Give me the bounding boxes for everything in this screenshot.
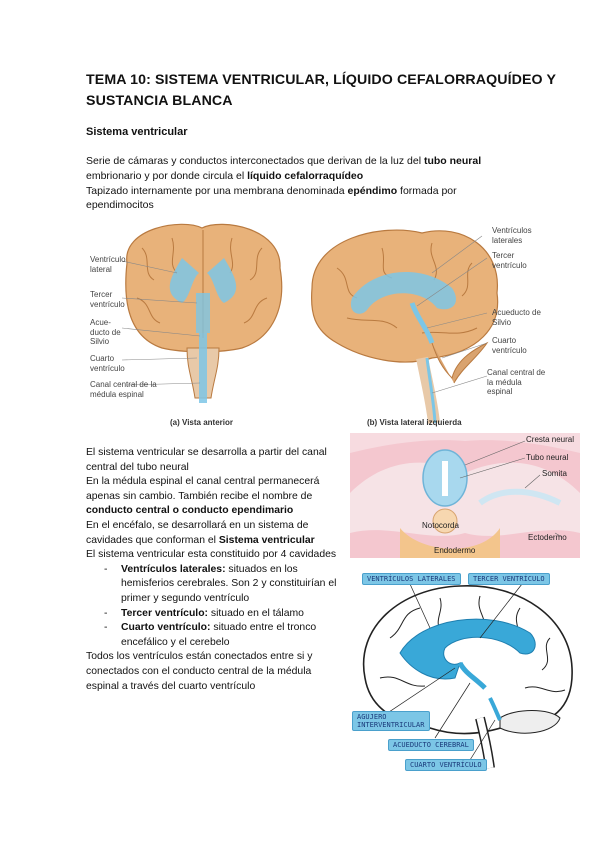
label-ventriculos-laterales-b: Ventrículos laterales — [492, 226, 532, 245]
intro-line-2: embrionario y por donde circula el líqui… — [86, 169, 364, 182]
label-ventriculo-lateral-a: Ventrículo lateral — [90, 255, 126, 274]
tag-tercer-ventriculo: TERCER VENTRÍCULO — [468, 573, 550, 585]
label-canal-central-a: Canal central de la médula espinal — [90, 380, 157, 399]
brain-illustrations — [121, 223, 499, 424]
tag-acueducto-cerebral: ACUEDUCTO CEREBRAL — [388, 739, 474, 751]
ventricle-figure-top: Ventrículo lateral Tercer ventrículo Acu… — [82, 218, 552, 433]
lateral-brain-drawing — [310, 229, 499, 424]
tag-cuarto-ventriculo: CUARTO VENTRÍCULO — [405, 759, 487, 771]
cavity-list: Ventrículos laterales: situados en los h… — [86, 563, 344, 651]
label-acueducto-b: Acueducto de Silvio — [492, 308, 541, 327]
list-item: Ventrículos laterales: situados en los h… — [104, 563, 344, 607]
intro-line-4: ependimocitos — [86, 199, 154, 212]
label-notocorda: Notocorda — [422, 521, 459, 530]
body-p2: En la médula espinal el canal central pe… — [86, 476, 320, 517]
label-endodermo: Endodermo — [434, 546, 476, 555]
body-text: El sistema ventricular se desarrolla a p… — [86, 446, 344, 694]
label-tercer-ventriculo-b: Tercer ventrículo — [492, 251, 527, 270]
body-p3: En el encéfalo, se desarrollará en un si… — [86, 519, 315, 546]
body-p1: El sistema ventricular se desarrolla a p… — [86, 447, 327, 473]
tag-ventriculos-laterales: VENTRÍCULOS LATERALES — [362, 573, 461, 585]
label-somita: Somita — [542, 469, 567, 478]
caption-vista-lateral: (b) Vista lateral izquierda — [367, 418, 462, 427]
intro-line-3: Tapizado internamente por una membrana d… — [86, 184, 457, 197]
label-tubo-neural: Tubo neural — [526, 453, 569, 462]
label-cresta-neural: Cresta neural — [526, 435, 575, 444]
label-canal-central-b: Canal central de la médula espinal — [487, 368, 546, 397]
label-acueducto-a: Acue-ducto de Silvio — [90, 318, 121, 347]
label-ectodermo: Ectodermo — [528, 533, 567, 542]
label-tercer-ventriculo-a: Tercer ventrículo — [90, 290, 125, 309]
body-p4: El sistema ventricular esta constituido … — [86, 549, 337, 561]
intro-line-1: Serie de cámaras y conductos interconect… — [86, 155, 482, 167]
intro-paragraph: Serie de cámaras y conductos interconect… — [86, 154, 526, 213]
body-p5: Todos los ventrículos están conectados e… — [86, 651, 313, 692]
brain-ventricle-diagram: VENTRÍCULOS LATERALES TERCER VENTRÍCULO … — [350, 568, 580, 773]
caption-vista-anterior: (a) Vista anterior — [170, 418, 233, 427]
tag-agujero-interventricular: AGUJERO INTERVENTRICULAR — [352, 711, 430, 731]
brain-line-drawing — [362, 583, 573, 769]
section-heading: Sistema ventricular — [86, 126, 188, 138]
embryo-figure: Cresta neural Tubo neural Somita Notocor… — [350, 433, 580, 558]
list-item: Tercer ventrículo: situado en el tálamo — [104, 607, 344, 622]
anterior-brain-drawing — [121, 223, 283, 403]
list-item: Cuarto ventrículo: situado entre el tron… — [104, 621, 344, 650]
page-title: TEMA 10: SISTEMA VENTRICULAR, LÍQUIDO CE… — [86, 72, 556, 109]
label-cuarto-ventriculo-a: Cuarto ventrículo — [90, 354, 125, 373]
label-cuarto-ventriculo-b: Cuarto ventrículo — [492, 336, 527, 355]
embryo-illustration — [350, 433, 580, 558]
